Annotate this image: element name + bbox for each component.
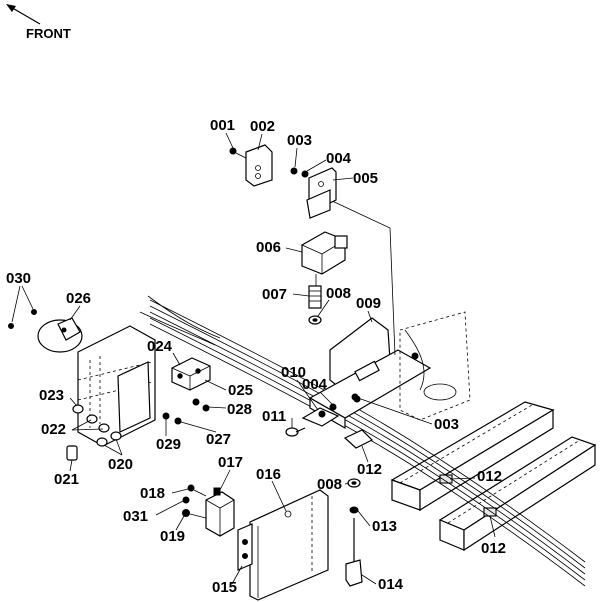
callout-005: 005: [353, 170, 378, 187]
rail-clip-lower: [483, 507, 497, 517]
solenoid-006: [301, 231, 348, 286]
washer-004-lower: [329, 403, 337, 411]
connector-014: [345, 559, 363, 587]
screw-001: [229, 147, 237, 155]
callout-010: 010: [281, 364, 306, 381]
screw-018: [187, 484, 195, 492]
switch-024-body: [171, 357, 211, 391]
screw-011: [285, 427, 306, 437]
callout-024: 024: [147, 338, 173, 355]
washer-023: [72, 404, 84, 414]
mount-plate-020: [77, 325, 156, 447]
callout-006: 006: [256, 239, 281, 256]
switch-024: [171, 357, 211, 391]
callout-017: 017: [218, 454, 243, 471]
callout-008: 008: [326, 285, 351, 302]
callout-004: 004: [326, 150, 352, 167]
callout-007: 007: [262, 286, 287, 303]
bracket-005-flange: [306, 189, 331, 219]
upper-rail-side: [419, 408, 554, 512]
callout-003: 003: [287, 132, 312, 149]
front-arrow-head-icon: [6, 4, 16, 12]
cover-026: [37, 317, 83, 353]
callout-019: 019: [160, 528, 185, 545]
mount-plate-inset: [117, 361, 151, 433]
floor-pan-grommet: [423, 383, 457, 401]
callout-002: 002: [250, 118, 275, 135]
callout-029: 029: [156, 436, 181, 453]
callout-012-lower-rail: 012: [481, 540, 506, 557]
washer-028: [192, 398, 200, 406]
callout-008-lower: 008: [317, 476, 342, 493]
wire-harness: [139, 295, 586, 587]
callout-001: 001: [210, 117, 235, 134]
floor-pan-outline: [399, 311, 471, 421]
leader-005-to-floor: [329, 199, 396, 356]
callout-031: 031: [123, 508, 148, 525]
switch-017-lever: [213, 487, 221, 496]
callout-016: 016: [256, 466, 281, 483]
spring-body: [308, 285, 322, 309]
callout-015: 015: [212, 579, 237, 596]
screw-003: [290, 167, 298, 175]
screw-003-lower: [351, 393, 359, 401]
callout-020: 020: [108, 456, 133, 473]
callout-012-upper-rail: 012: [477, 468, 502, 485]
washer-022-a: [86, 414, 98, 424]
floor-pan-screw: [411, 352, 419, 360]
callout-014: 014: [378, 576, 404, 593]
washer-022-b: [98, 423, 110, 433]
washer-031: [182, 496, 190, 504]
bracket-slot: [354, 360, 380, 382]
bracket-015-hole: [284, 510, 292, 518]
washer-004: [301, 170, 309, 178]
nut-013: [349, 506, 359, 514]
bushing-021: [66, 445, 78, 461]
spring-007: [308, 285, 322, 309]
screw-019: [182, 509, 190, 517]
leader-lines: [11, 132, 496, 585]
callout-023: 023: [39, 387, 64, 404]
clip-010: [301, 403, 340, 427]
callout-026: 026: [66, 290, 91, 307]
callout-027: 027: [206, 431, 231, 448]
lower-rail-side: [463, 443, 596, 552]
screw-030-b: [8, 323, 14, 329]
rail-assembly: [390, 401, 597, 552]
callout-012-harness: 012: [357, 461, 382, 478]
upper-rail-seam: [399, 404, 533, 484]
callout-labels: 001 002 003 004 005 006 007 008 009 010 …: [6, 117, 506, 596]
lower-rail-seam: [447, 439, 581, 524]
screw-030-a: [31, 309, 37, 315]
callout-009: 009: [356, 295, 381, 312]
callout-018: 018: [140, 485, 165, 502]
callout-025: 025: [228, 382, 253, 399]
mounting-bracket-009: [308, 317, 432, 430]
front-orientation-indicator: FRONT: [6, 4, 71, 41]
washer-020-b: [110, 431, 122, 441]
callout-004-lower: 004: [302, 376, 328, 393]
callout-030: 030: [6, 270, 31, 287]
callout-028: 028: [227, 401, 252, 418]
bracket-015: [237, 489, 329, 601]
switch-017: [205, 487, 235, 537]
bracket-015-tab: [237, 523, 253, 571]
solenoid-terminal: [334, 235, 348, 249]
screw-027: [174, 417, 182, 425]
bracket-015-plate: [249, 489, 329, 601]
front-arrow-shaft: [8, 5, 41, 25]
callout-003-lower: 003: [434, 416, 459, 433]
switch-bracket-group: [229, 144, 337, 219]
callout-021: 021: [54, 471, 79, 488]
washer-029: [162, 412, 170, 420]
washer-020-a: [96, 437, 108, 447]
callout-013: 013: [372, 518, 397, 535]
callout-022: 022: [41, 421, 66, 438]
cover-026-cap: [57, 317, 81, 341]
front-label: FRONT: [26, 26, 71, 41]
callout-011: 011: [262, 408, 286, 425]
